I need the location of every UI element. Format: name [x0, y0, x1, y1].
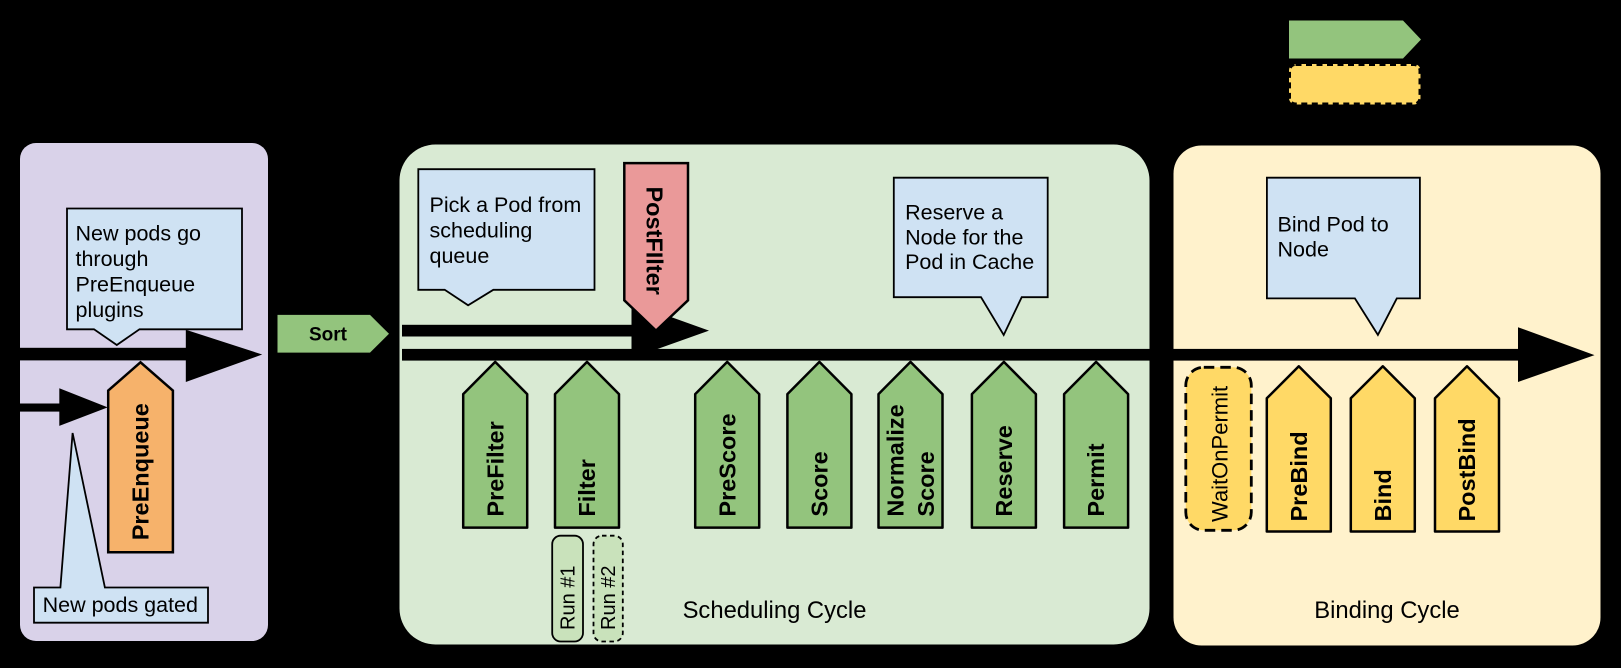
- svg-text:Bind Pod to: Bind Pod to: [1278, 212, 1389, 236]
- svg-text:scheduling: scheduling: [430, 219, 533, 243]
- svg-text:Scheduling Cycle: Scheduling Cycle: [683, 597, 867, 624]
- svg-text:Reserve: Reserve: [991, 425, 1017, 516]
- svg-text:queue: queue: [430, 244, 490, 268]
- svg-text:Binding Cycle: Binding Cycle: [1314, 597, 1460, 624]
- svg-text:PreFilter: PreFilter: [482, 421, 508, 516]
- svg-text:New pods go: New pods go: [76, 221, 202, 245]
- svg-text:Permit: Permit: [1083, 443, 1109, 516]
- svg-text:Score: Score: [913, 451, 939, 516]
- svg-text:Node for the: Node for the: [905, 225, 1023, 249]
- svg-text:Score: Score: [807, 451, 833, 516]
- svg-text:PreEnqueue: PreEnqueue: [128, 403, 154, 540]
- svg-text:Normalize: Normalize: [882, 404, 908, 516]
- svg-text:Pod in Cache: Pod in Cache: [905, 250, 1034, 274]
- svg-text:Reserve a: Reserve a: [905, 201, 1003, 225]
- svg-text:plugins: plugins: [76, 298, 144, 322]
- svg-text:Filter: Filter: [574, 459, 600, 516]
- svg-text:Sort: Sort: [309, 324, 348, 345]
- svg-text:Pick a Pod from: Pick a Pod from: [430, 193, 582, 217]
- svg-text:Bind: Bind: [1370, 469, 1396, 521]
- svg-text:Run #2: Run #2: [598, 566, 620, 631]
- svg-text:PostFIlter: PostFIlter: [642, 187, 668, 295]
- svg-text:Node: Node: [1278, 238, 1329, 262]
- svg-text:PreScore: PreScore: [714, 413, 740, 516]
- svg-text:Run #1: Run #1: [557, 566, 579, 631]
- svg-text:PostBind: PostBind: [1454, 418, 1480, 521]
- svg-text:New pods gated: New pods gated: [43, 593, 198, 617]
- svg-text:WaitOnPermit: WaitOnPermit: [1208, 386, 1233, 522]
- svg-text:PreEnqueue: PreEnqueue: [76, 273, 196, 297]
- svg-text:PreBind: PreBind: [1286, 431, 1312, 521]
- svg-text:through: through: [76, 247, 149, 271]
